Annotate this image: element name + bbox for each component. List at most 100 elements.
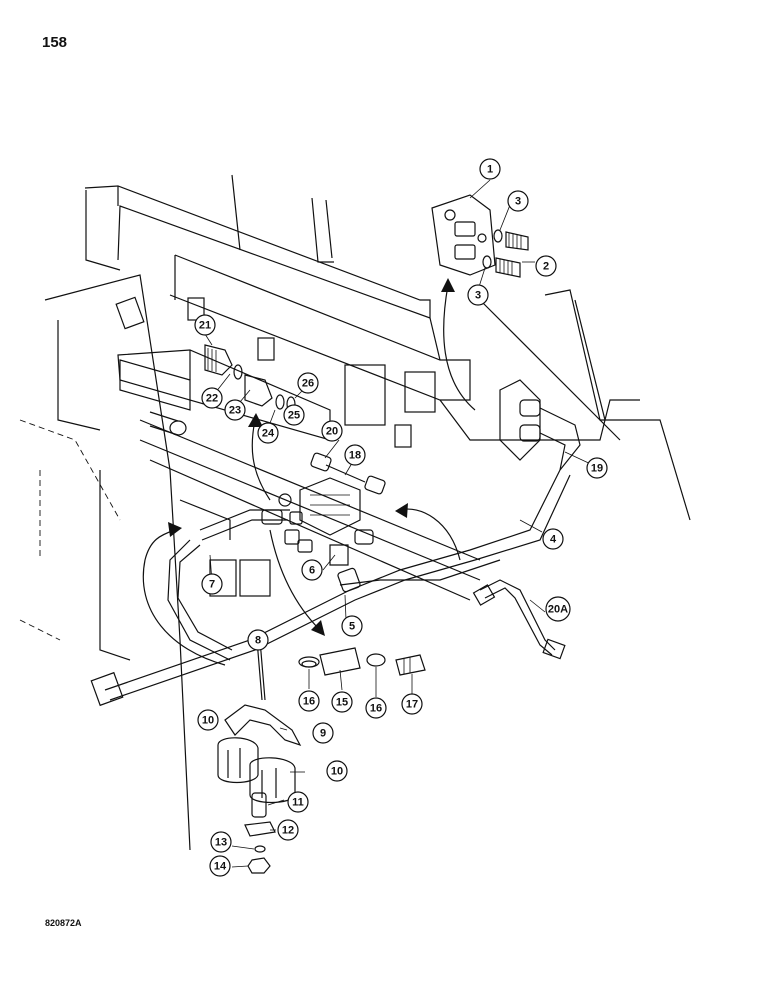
callout-9: 9: [312, 722, 334, 744]
callout-label: 25: [288, 410, 300, 422]
callout-20a: 20A: [545, 596, 571, 622]
callout-22: 22: [201, 387, 223, 409]
callout-circle: [507, 190, 529, 212]
callout-label: 3: [475, 290, 481, 302]
callout-label: 22: [206, 393, 218, 405]
callout-label: 20A: [548, 604, 568, 616]
callout-label: 2: [543, 261, 549, 273]
callout-circle: [201, 573, 223, 595]
distribution-block: [431, 194, 529, 278]
chassis-frame: [19, 174, 691, 851]
callout-20: 20: [321, 420, 343, 442]
callout-circle: [194, 314, 216, 336]
hydraulic-lines: [90, 379, 581, 707]
callout-label: 8: [255, 635, 261, 647]
callout-label: 11: [292, 797, 304, 809]
callout-circle: [401, 693, 423, 715]
callout-label: 4: [550, 534, 557, 546]
callout-label: 21: [199, 320, 211, 332]
callout-circle: [326, 760, 348, 782]
callout-6: 6: [301, 559, 323, 581]
callout-circle: [479, 158, 501, 180]
callout-10: 10: [197, 709, 219, 731]
callout-circle: [277, 819, 299, 841]
callout-circle: [210, 831, 232, 853]
direction-arrows: [142, 278, 476, 666]
callout-circle: [201, 387, 223, 409]
callout-19: 19: [586, 457, 608, 479]
control-valve: [261, 452, 386, 593]
callout-circle: [197, 709, 219, 731]
callout-label: 5: [349, 621, 355, 633]
callout-circle: [312, 722, 334, 744]
callout-4: 4: [542, 528, 564, 550]
callout-17: 17: [401, 693, 423, 715]
callout-24: 24: [257, 422, 279, 444]
callout-circle: [283, 404, 305, 426]
callout-circle: [331, 691, 353, 713]
callout-16: 16: [298, 690, 320, 712]
figure-code: 820872A: [45, 918, 82, 928]
callout-label: 14: [214, 861, 227, 873]
callout-8: 8: [247, 629, 269, 651]
callout-label: 20: [326, 426, 338, 438]
callout-label: 26: [302, 378, 314, 390]
callout-11: 11: [287, 791, 309, 813]
callout-3: 3: [467, 284, 489, 306]
callout-label: 15: [336, 697, 348, 709]
callout-circle: [535, 255, 557, 277]
callout-3: 3: [507, 190, 529, 212]
callout-label: 12: [282, 825, 294, 837]
callout-circle: [321, 420, 343, 442]
callout-circle: [344, 444, 366, 466]
callout-circle: [341, 615, 363, 637]
callout-circle: [301, 559, 323, 581]
callout-circle: [247, 629, 269, 651]
callout-label: 10: [331, 766, 343, 778]
callout-circle: [257, 422, 279, 444]
callout-label: 16: [370, 703, 382, 715]
callout-label: 9: [320, 728, 326, 740]
callout-14: 14: [209, 855, 231, 877]
callout-label: 10: [202, 715, 214, 727]
page-number: 158: [42, 34, 68, 51]
callout-15: 15: [331, 691, 353, 713]
hose-parts: [298, 647, 426, 676]
callout-12: 12: [277, 819, 299, 841]
callout-5: 5: [341, 615, 363, 637]
callout-18: 18: [344, 444, 366, 466]
callout-circle: [586, 457, 608, 479]
callout-label: 23: [229, 405, 241, 417]
callout-25: 25: [283, 404, 305, 426]
callout-circle: [545, 596, 571, 622]
callout-label: 17: [406, 699, 418, 711]
callout-circle: [287, 791, 309, 813]
callout-circle: [365, 697, 387, 719]
callout-7: 7: [201, 573, 223, 595]
callout-2: 2: [535, 255, 557, 277]
callout-label: 7: [209, 579, 215, 591]
callout-circle: [542, 528, 564, 550]
callout-label: 1: [487, 164, 493, 176]
callout-23: 23: [224, 399, 246, 421]
callout-label: 6: [309, 565, 315, 577]
callout-label: 19: [591, 463, 603, 475]
callout-label: 13: [215, 837, 227, 849]
callout-label: 18: [349, 450, 361, 462]
clamp-assembly: [217, 636, 302, 874]
callout-21: 21: [194, 314, 216, 336]
callout-circle: [297, 372, 319, 394]
callout-circle: [224, 399, 246, 421]
callout-13: 13: [210, 831, 232, 853]
callout-circle: [298, 690, 320, 712]
callout-label: 24: [262, 428, 275, 440]
callout-label: 3: [515, 196, 521, 208]
callout-circle: [467, 284, 489, 306]
callout-26: 26: [297, 372, 319, 394]
callout-16: 16: [365, 697, 387, 719]
callout-1: 1: [479, 158, 501, 180]
callout-label: 16: [303, 696, 315, 708]
